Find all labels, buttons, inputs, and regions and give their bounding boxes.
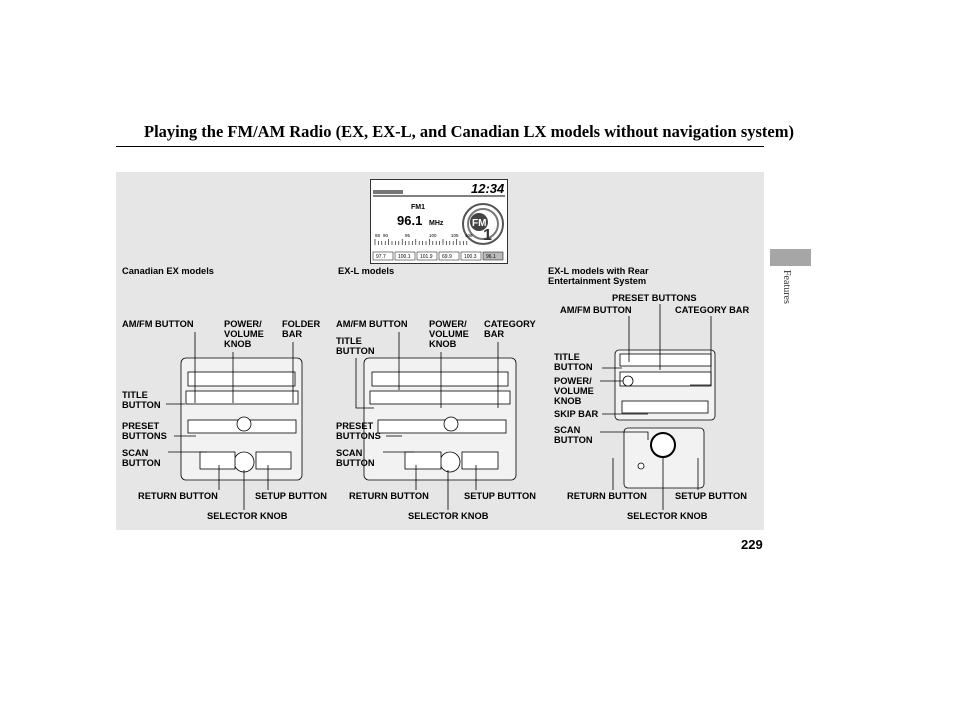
- label-category-bar: CATEGORY BAR: [484, 319, 536, 339]
- preset-cell: [438, 251, 460, 261]
- label-scan-button: SCAN BUTTON: [554, 425, 593, 445]
- band-badge-number: 1: [483, 227, 492, 244]
- radio-unit-exl-rear: [614, 349, 716, 489]
- unit-readout: MHz: [429, 220, 444, 227]
- preset-row: 97.7 100.1 101.9 69.9 100.3 96.1: [372, 251, 504, 261]
- label-selector-knob: SELECTOR KNOB: [627, 511, 708, 521]
- title-rule: [116, 146, 764, 147]
- clock-readout: 12:34: [471, 181, 505, 196]
- label-scan-button: SCAN BUTTON: [122, 448, 161, 468]
- heading-exl: EX-L models: [338, 266, 395, 276]
- label-power-knob: POWER/ VOLUME KNOB: [429, 319, 469, 349]
- label-title-button: TITLE BUTTON: [122, 390, 161, 410]
- preset-cell: [372, 251, 394, 261]
- scale-label: 108: [465, 233, 473, 238]
- scale-label: 105: [451, 233, 459, 238]
- leaders-exl-rear: [600, 304, 712, 510]
- preset-value: 100.1: [398, 254, 411, 260]
- page-title: Playing the FM/AM Radio (EX, EX-L, and C…: [144, 122, 794, 141]
- preset-value: 100.3: [464, 254, 477, 260]
- preset-value: 69.9: [442, 254, 452, 260]
- label-preset-buttons: PRESET BUTTONS: [612, 293, 697, 303]
- label-amfm-button: AM/FM BUTTON: [122, 319, 194, 329]
- leaders-canadian-ex: [166, 332, 294, 510]
- band-readout: FM1: [411, 204, 425, 211]
- label-setup-button: SETUP BUTTON: [464, 491, 536, 501]
- scale-label: 95: [405, 233, 411, 238]
- preset-cell: [482, 251, 504, 261]
- label-folder-bar: FOLDER BAR: [282, 319, 321, 339]
- page-number: 229: [741, 537, 763, 552]
- section-tab: [770, 249, 811, 266]
- label-setup-button: SETUP BUTTON: [255, 491, 327, 501]
- label-return-button: RETURN BUTTON: [567, 491, 647, 501]
- label-category-bar: CATEGORY BAR: [675, 305, 750, 315]
- label-preset-buttons: PRESET BUTTONS: [122, 421, 167, 441]
- label-amfm-button: AM/FM BUTTON: [560, 305, 632, 315]
- preset-value: 97.7: [376, 254, 386, 260]
- label-return-button: RETURN BUTTON: [138, 491, 218, 501]
- label-preset-buttons: PRESET BUTTONS: [336, 421, 381, 441]
- band-badge: FM: [472, 218, 486, 229]
- heading-canadian-ex: Canadian EX models: [122, 266, 214, 276]
- heading-exl-rear: EX-L models with Rear Entertainment Syst…: [548, 266, 649, 286]
- preset-cell: [416, 251, 438, 261]
- frequency-readout: 96.1: [397, 213, 422, 228]
- label-skip-bar: SKIP BAR: [554, 409, 599, 419]
- label-power-knob: POWER/ VOLUME KNOB: [554, 376, 594, 406]
- radio-unit-exl: [363, 357, 517, 481]
- label-selector-knob: SELECTOR KNOB: [207, 511, 288, 521]
- preset-cell: [460, 251, 482, 261]
- label-setup-button: SETUP BUTTON: [675, 491, 747, 501]
- preset-value: 101.9: [420, 254, 433, 260]
- tuning-ticks: [374, 239, 468, 245]
- label-power-knob: POWER/ VOLUME KNOB: [224, 319, 264, 349]
- label-title-button: TITLE BUTTON: [336, 336, 375, 356]
- label-scan-button: SCAN BUTTON: [336, 448, 375, 468]
- preset-cell: [394, 251, 416, 261]
- scale-label: 100: [429, 233, 437, 238]
- label-amfm-button: AM/FM BUTTON: [336, 319, 408, 329]
- label-return-button: RETURN BUTTON: [349, 491, 429, 501]
- label-title-button: TITLE BUTTON: [554, 352, 593, 372]
- leaders-exl: [355, 332, 499, 510]
- radio-unit-canadian-ex: [180, 357, 303, 481]
- preset-value: 96.1: [486, 254, 496, 260]
- section-label: Features: [781, 270, 792, 304]
- scale-label: 88: [375, 233, 381, 238]
- scale-label: 90: [383, 233, 389, 238]
- label-selector-knob: SELECTOR KNOB: [408, 511, 489, 521]
